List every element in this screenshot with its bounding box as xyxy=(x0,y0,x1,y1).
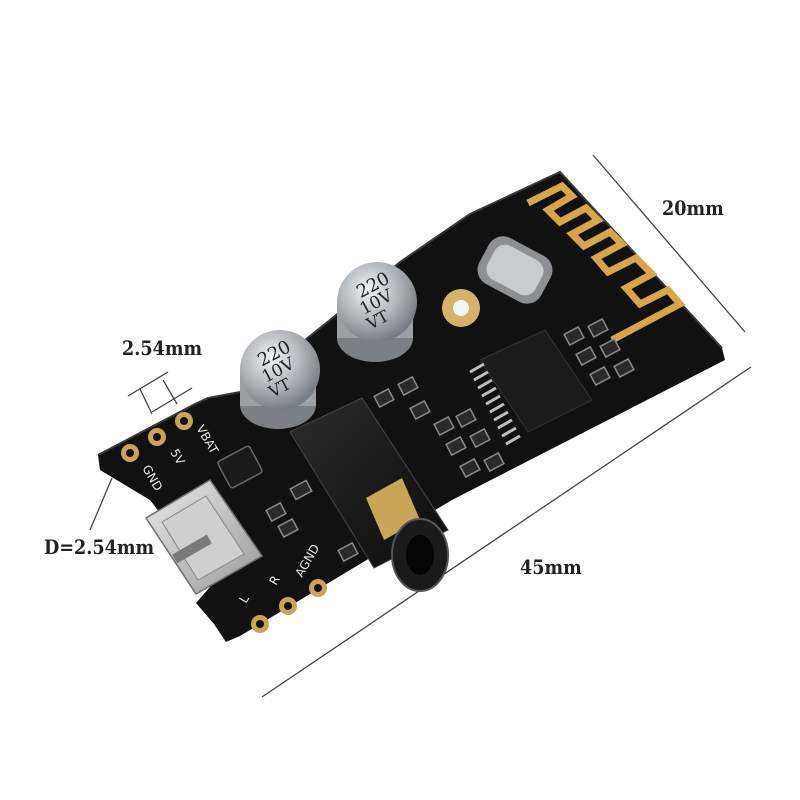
pitch-bracket-left xyxy=(127,371,169,397)
main-ic-chip xyxy=(469,329,593,446)
antenna-trace xyxy=(526,181,686,344)
pin-pitch-label: 2.54mm xyxy=(122,336,203,360)
width-dimension-label: 20mm xyxy=(662,196,724,220)
regulator-component xyxy=(217,445,263,489)
length-dimension-line xyxy=(261,366,752,698)
pcb-edge xyxy=(97,170,723,456)
pitch-bracket-right xyxy=(151,387,193,413)
smd-components xyxy=(265,317,635,563)
hole-leader-line xyxy=(89,477,113,531)
dimension-lines xyxy=(89,154,752,698)
pitch-bracket-left-tick xyxy=(139,388,153,415)
mounting-hole xyxy=(453,300,469,316)
crystal-oscillator xyxy=(477,236,553,304)
length-dimension-label: 45mm xyxy=(520,555,582,579)
capacitor-right: 220 10V VT xyxy=(337,262,417,362)
micro-usb-port xyxy=(144,478,264,596)
width-dimension-line xyxy=(592,154,746,333)
capacitor-left: 220 10V VT xyxy=(240,330,320,429)
hole-spacing-label: D=2.54mm xyxy=(44,535,155,559)
audio-jack xyxy=(289,397,449,592)
pitch-bracket-right-tick xyxy=(162,379,178,405)
